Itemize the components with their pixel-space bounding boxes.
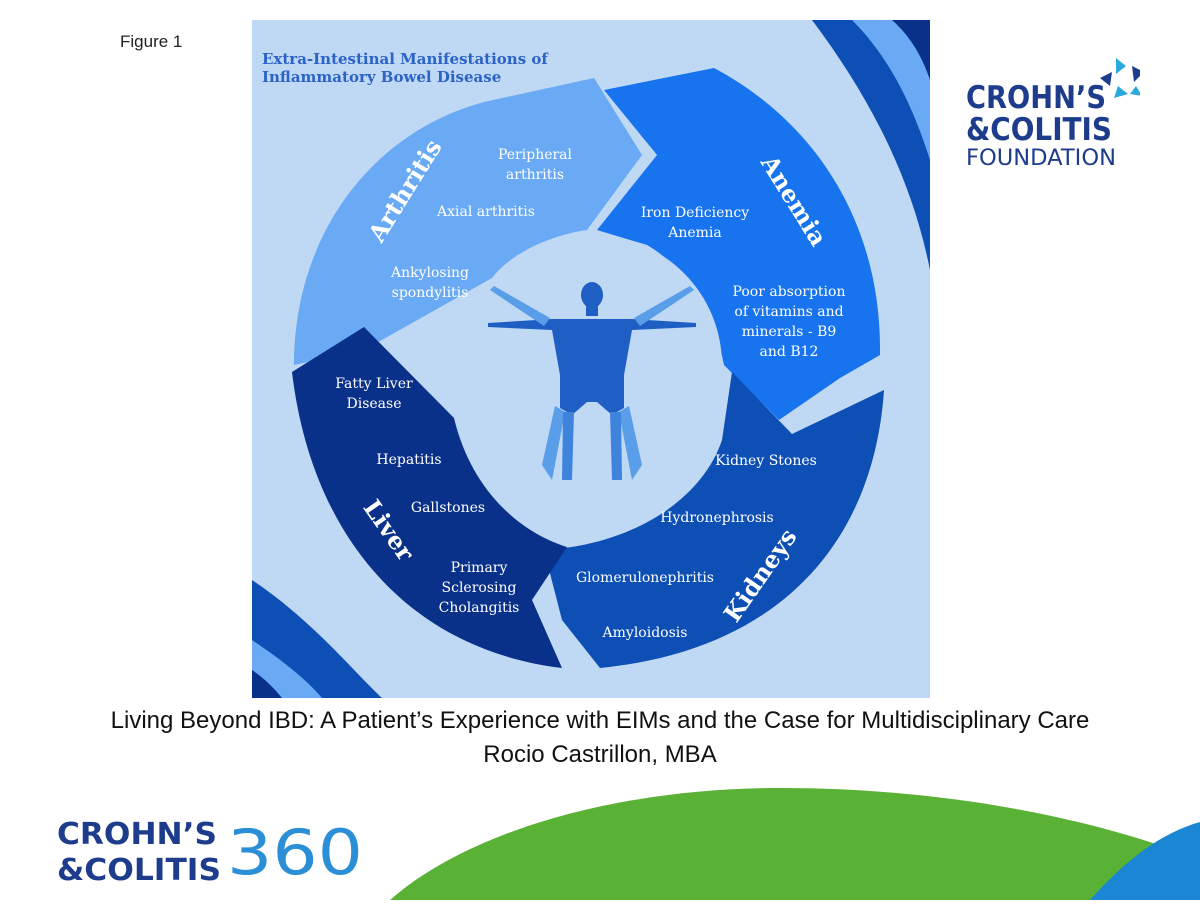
anemia-item: Anemia bbox=[667, 225, 722, 241]
liver-item: Sclerosing bbox=[442, 580, 517, 596]
caption-author: Rocio Castrillon, MBA bbox=[483, 741, 717, 768]
bottom-decoration bbox=[0, 760, 1200, 900]
anemia-item: Iron Deficiency bbox=[641, 205, 749, 221]
logo-bottom-line1: CROHN’S bbox=[57, 817, 217, 852]
logo-top-line1: CROHN’S bbox=[966, 80, 1106, 116]
kidneys-item: Hydronephrosis bbox=[660, 510, 773, 526]
segment-kidneys bbox=[544, 372, 884, 668]
anemia-item: and B12 bbox=[760, 344, 819, 360]
liver-item: Disease bbox=[347, 396, 402, 412]
crohns-360-logo: CROHN’S &COLITIS 360 bbox=[55, 812, 375, 889]
anemia-item: minerals - B9 bbox=[742, 324, 837, 340]
logo-top-line2: &COLITIS bbox=[966, 112, 1112, 148]
foundation-logo: CROHN’S &COLITIS FOUNDATION bbox=[960, 52, 1144, 172]
figure-label: Figure 1 bbox=[120, 32, 183, 51]
kidneys-item: Kidney Stones bbox=[715, 453, 817, 469]
diagram-title-line2: Inflammatory Bowel Disease bbox=[262, 68, 501, 86]
liver-item: Cholangitis bbox=[439, 600, 520, 616]
arthritis-item: arthritis bbox=[506, 167, 564, 183]
human-figure-icon bbox=[488, 282, 696, 480]
arthritis-item: Axial arthritis bbox=[436, 204, 535, 220]
diagram-title-line1: Extra-Intestinal Manifestations of bbox=[262, 50, 549, 68]
logo-bottom-line2: &COLITIS bbox=[57, 853, 221, 888]
logo-top-line3: FOUNDATION bbox=[966, 146, 1116, 171]
corner-decoration bbox=[252, 20, 930, 698]
logo-bottom-number: 360 bbox=[227, 816, 363, 888]
kidneys-item: Amyloidosis bbox=[602, 625, 688, 641]
arthritis-item: spondylitis bbox=[392, 285, 469, 301]
liver-item: Fatty Liver bbox=[335, 376, 413, 392]
kidneys-item: Glomerulonephritis bbox=[576, 570, 714, 586]
liver-item: Hepatitis bbox=[376, 452, 441, 468]
eim-diagram: Extra-Intestinal Manifestations of Infla… bbox=[252, 20, 930, 698]
segment-liver bbox=[292, 327, 567, 668]
liver-item: Primary bbox=[451, 560, 508, 576]
anemia-item: Poor absorption bbox=[733, 284, 846, 300]
caption-title: Living Beyond IBD: A Patient’s Experienc… bbox=[110, 707, 1090, 734]
arthritis-item: Peripheral bbox=[498, 147, 573, 163]
segment-arthritis bbox=[294, 78, 642, 365]
anemia-item: of vitamins and bbox=[734, 304, 843, 320]
arthritis-item: Ankylosing bbox=[390, 265, 469, 281]
liver-item: Gallstones bbox=[411, 500, 485, 516]
segment-anemia bbox=[597, 68, 881, 420]
foundation-star-icon bbox=[1100, 58, 1144, 98]
